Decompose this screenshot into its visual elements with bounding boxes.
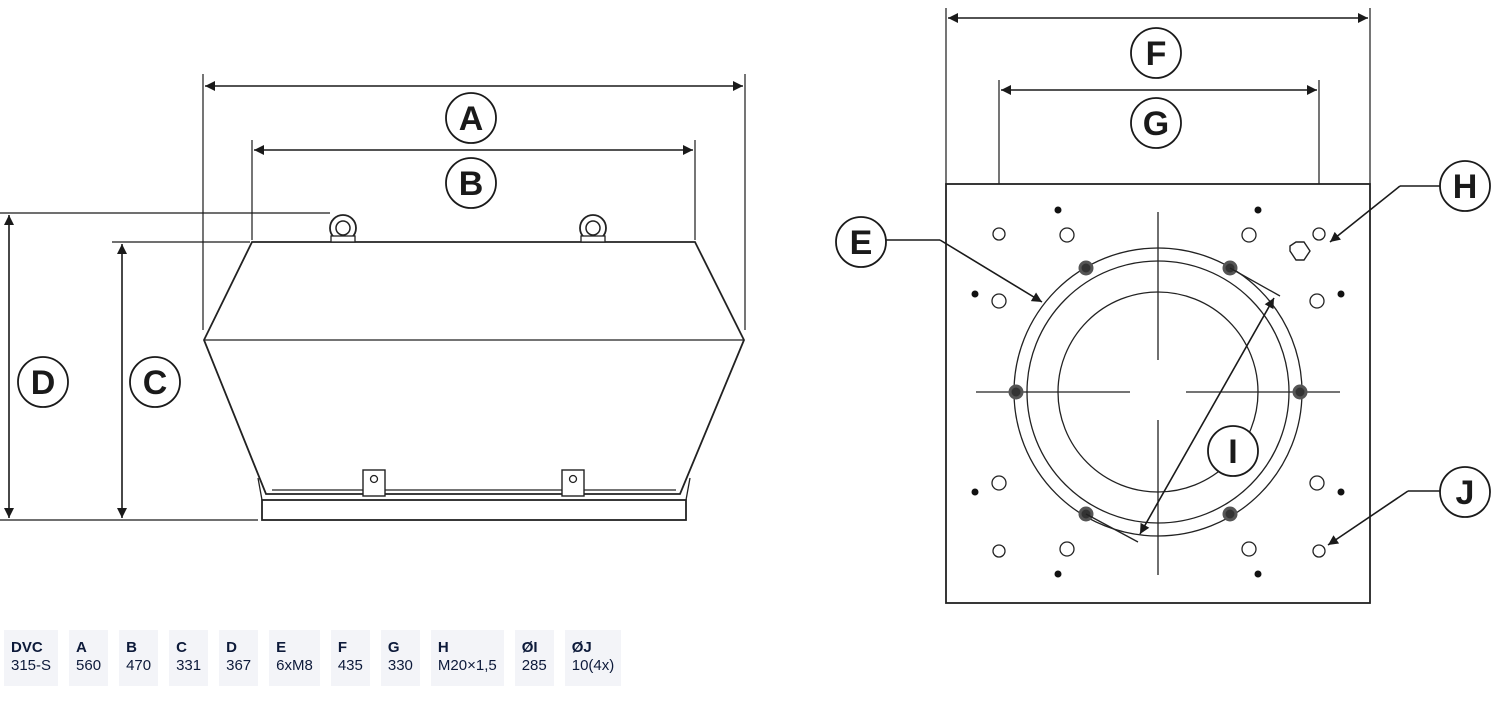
table-value: 435 [337, 657, 363, 674]
table-header: DVC [11, 639, 43, 656]
cable-gland-hexagon [1289, 241, 1311, 261]
table-value: 10(4x) [571, 657, 615, 674]
table-cell-e: E 6xM8 [269, 630, 320, 686]
table-value: 367 [226, 657, 252, 674]
dimension-i-line [1139, 297, 1275, 535]
label-h: H [1439, 160, 1491, 212]
table-header: D [226, 639, 237, 656]
label-c: C [129, 356, 181, 408]
svg-text:B: B [459, 165, 484, 203]
table-value: 331 [176, 657, 202, 674]
table-header: G [387, 639, 400, 656]
label-f: F [1130, 27, 1182, 79]
dimension-table: DVC 315-S A 560 B 470 C 331 D 367 E 6xM8… [4, 630, 622, 686]
base-plate [261, 499, 687, 521]
table-cell-j: ØJ 10(4x) [564, 630, 622, 686]
fan-housing [203, 241, 745, 495]
table-header: ØJ [571, 639, 592, 656]
table-value: 560 [76, 657, 102, 674]
table-header: A [76, 639, 87, 656]
table-cell-b: B 470 [119, 630, 159, 686]
label-b: B [445, 157, 497, 209]
svg-text:J: J [1456, 474, 1475, 512]
svg-text:A: A [459, 100, 484, 138]
table-cell-d: D 367 [219, 630, 259, 686]
technical-drawing: A B C D [0, 8, 1491, 604]
table-header: ØI [521, 639, 538, 656]
table-value: 285 [521, 657, 547, 674]
table-value: 470 [126, 657, 152, 674]
label-g: G [1130, 97, 1182, 149]
lifting-eye [329, 214, 357, 243]
label-a: A [445, 92, 497, 144]
table-header: C [176, 639, 187, 656]
table-cell-h: H M20×1,5 [430, 630, 504, 686]
table-cell-i: ØI 285 [514, 630, 554, 686]
table-cell-g: G 330 [380, 630, 420, 686]
svg-text:I: I [1228, 433, 1237, 471]
label-e: E [835, 216, 887, 268]
table-header: H [437, 639, 449, 656]
label-i: I [1207, 425, 1259, 477]
table-cell-f: F 435 [330, 630, 370, 686]
table-cell-model: DVC 315-S [4, 630, 59, 686]
table-value: M20×1,5 [437, 657, 497, 674]
table-value: 6xM8 [276, 657, 313, 674]
mounting-lug [362, 469, 386, 497]
svg-text:D: D [31, 364, 56, 402]
svg-text:E: E [850, 224, 873, 262]
fixing-dot [971, 206, 1345, 578]
svg-text:F: F [1146, 35, 1167, 73]
table-header: B [126, 639, 137, 656]
table-value: 315-S [11, 657, 52, 674]
label-d: D [17, 356, 69, 408]
table-header: F [337, 639, 348, 656]
table-value: 330 [387, 657, 413, 674]
table-header: E [276, 639, 287, 656]
mounting-hole [991, 227, 1326, 558]
svg-text:C: C [143, 364, 168, 402]
svg-text:H: H [1453, 168, 1478, 206]
top-view: E F G H I J [835, 8, 1491, 604]
label-j: J [1439, 466, 1491, 518]
mounting-lug [561, 469, 585, 497]
table-cell-a: A 560 [69, 630, 109, 686]
svg-text:G: G [1143, 105, 1169, 143]
side-view: A B C D [0, 74, 746, 521]
table-cell-c: C 331 [169, 630, 209, 686]
lifting-eye [579, 214, 607, 243]
